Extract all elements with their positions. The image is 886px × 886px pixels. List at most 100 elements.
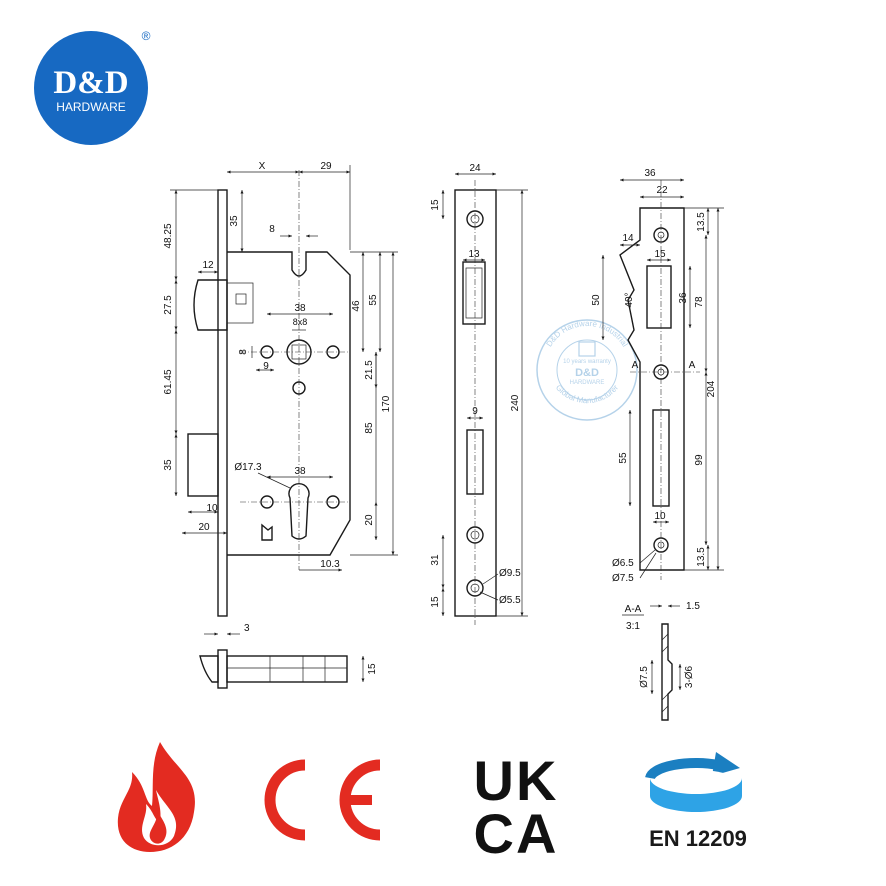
- bolt-opening: [466, 429, 484, 495]
- watermark-line1: 10 years warranty: [563, 359, 611, 365]
- dim-46: 46: [351, 300, 362, 312]
- dim-15-bolt: 15: [367, 663, 378, 675]
- section-mark-a-left: A: [632, 360, 639, 371]
- logo-circle: [34, 31, 148, 145]
- dim-dia-17.3: Ø17.3: [234, 462, 262, 473]
- dim-29: 29: [320, 161, 332, 172]
- watermark-emblem-icon: [578, 341, 596, 357]
- dim-1.5: 1.5: [686, 601, 700, 612]
- section-a-a: A-A 3:1 1.5 Ø7.5 3-Ø6: [622, 601, 700, 721]
- dim-38-top: 38: [294, 303, 306, 314]
- dim-36-strike: 36: [678, 292, 689, 304]
- dim-dia-6.5: Ø6.5: [612, 558, 634, 569]
- registered-mark: ®: [142, 29, 151, 43]
- en12209-cycle-icon: [645, 752, 742, 812]
- dim-dia-7.5: Ø7.5: [612, 573, 634, 584]
- faceplate-view: 24 15 13 9 240 31 15 Ø9.5 Ø5.5: [430, 163, 528, 625]
- lock-case: [227, 251, 351, 556]
- dim-dia-5.5: Ø5.5: [499, 595, 521, 606]
- dim-angle-40: 40°: [624, 292, 635, 307]
- dim-10.3: 10.3: [320, 559, 340, 570]
- latch-opening: [462, 261, 486, 325]
- dim-31: 31: [430, 554, 441, 566]
- dim-22: 22: [656, 185, 668, 196]
- dim-13.5-top: 13.5: [696, 212, 707, 232]
- strike-plate-outline: [619, 207, 685, 571]
- dim-10-left: 10: [206, 503, 218, 514]
- dim-15-top: 15: [430, 199, 441, 211]
- bolt-view: 3 15: [199, 623, 378, 689]
- bolt-tip: [199, 655, 219, 683]
- ce-mark-icon: CE: [264, 759, 381, 841]
- dim-dia-9.5: Ø9.5: [499, 568, 521, 579]
- watermark-line2: D&D: [575, 367, 599, 379]
- dim-13: 13: [468, 249, 480, 260]
- dim-14: 14: [622, 233, 634, 244]
- dim-x: X: [259, 161, 266, 172]
- dim-170: 170: [381, 395, 392, 412]
- ukca-line2: CA: [474, 802, 559, 865]
- latch-tail: [226, 282, 254, 324]
- dim-78: 78: [694, 296, 705, 308]
- watermark-ring-bottom: Global Manufacturer: [554, 383, 621, 405]
- section-profile: [661, 623, 673, 721]
- strike-plate-view: 36 22 13.5 14 15 50 40° 36 78 204 A A 55…: [591, 168, 724, 584]
- watermark-line3: HARDWARE: [570, 380, 605, 386]
- bolt-tail: [226, 655, 348, 683]
- dim-10-strike: 10: [654, 511, 666, 522]
- dim-9-face: 9: [472, 406, 478, 417]
- euro-cylinder-hole: [288, 482, 310, 540]
- logo-line2: HARDWARE: [56, 100, 126, 114]
- cam-slot: [261, 523, 273, 541]
- fire-rated-icon: [117, 742, 195, 852]
- faceplate-outline: [454, 189, 497, 617]
- dim-15-bottom: 15: [430, 596, 441, 608]
- dim-3: 3: [244, 623, 250, 634]
- dim-12: 12: [202, 260, 214, 271]
- dim-85: 85: [364, 422, 375, 434]
- dim-99: 99: [694, 454, 705, 466]
- dim-35-low: 35: [163, 459, 174, 471]
- brand-logo: D&D HARDWARE ®: [34, 29, 151, 145]
- logo-line1: D&D: [53, 65, 128, 101]
- dim-38-bottom: 38: [294, 466, 306, 477]
- dim-15-strike: 15: [654, 249, 666, 260]
- dim-21.5: 21.5: [364, 360, 375, 380]
- latch-bolt: [193, 279, 228, 331]
- en12209-label: EN 12209: [649, 826, 747, 851]
- forend-plate: [217, 189, 228, 617]
- section-scale: 3:1: [626, 621, 640, 632]
- ukca-line1: UK: [474, 749, 559, 812]
- section-mark-a-right: A: [689, 360, 696, 371]
- dim-8-left: 8: [238, 349, 249, 355]
- dim-20-left: 20: [198, 522, 210, 533]
- deadbolt: [187, 433, 219, 497]
- dim-3-dia-6: 3-Ø6: [684, 665, 695, 688]
- dim-dia-7.5-section: Ø7.5: [639, 666, 650, 688]
- watermark-stamp: D&D Hardware Industrial Global Manufactu…: [536, 319, 638, 421]
- strike-latch-opening: [646, 265, 672, 329]
- latch-slot: [235, 293, 247, 305]
- bolt-forend: [217, 649, 228, 689]
- dim-20-right: 20: [364, 514, 375, 526]
- section-label: A-A: [625, 604, 642, 615]
- dim-35-top: 35: [229, 215, 240, 227]
- dim-240: 240: [510, 394, 521, 411]
- certifications-row: CE UK CA EN 12209: [117, 742, 747, 865]
- dim-8-top: 8: [269, 224, 275, 235]
- dim-61.45: 61.45: [163, 369, 174, 394]
- strike-bolt-opening: [652, 409, 670, 507]
- dim-55-strike: 55: [618, 452, 629, 464]
- watermark-ring-top: D&D Hardware Industrial: [545, 319, 630, 349]
- dim-48.25: 48.25: [163, 223, 174, 248]
- dim-36-top: 36: [644, 168, 656, 179]
- front-view: X 29 48.25 27.5 61.45 35 35 8 12 46 55 1…: [163, 161, 398, 617]
- dim-204: 204: [706, 380, 717, 397]
- dim-8x8: 8x8: [293, 317, 308, 327]
- dim-50: 50: [591, 294, 602, 306]
- dim-55: 55: [368, 294, 379, 306]
- dim-27.5: 27.5: [163, 295, 174, 315]
- dim-24: 24: [469, 163, 481, 174]
- dim-9-left: 9: [263, 361, 269, 372]
